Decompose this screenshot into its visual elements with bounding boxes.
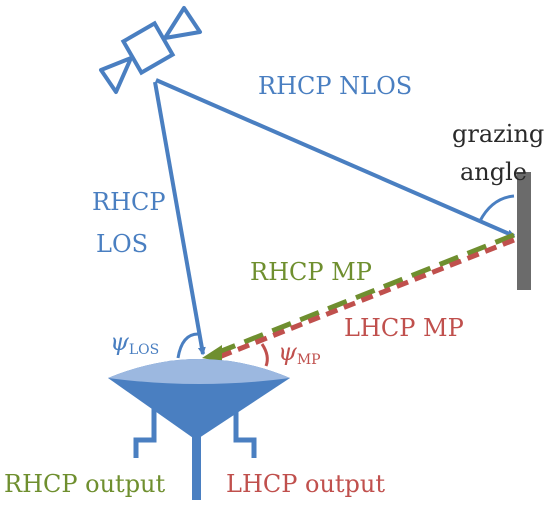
rhcp-nlos-path (155, 78, 516, 238)
rhcp-mp-label: RHCP MP (250, 258, 372, 286)
rhcp-nlos-label: RHCP NLOS (258, 72, 412, 100)
psi-los-symbol: ψ (110, 328, 130, 356)
satellite-icon (99, 6, 202, 94)
psi-los-subscript: LOS (129, 342, 159, 358)
lhcp-output-label: LHCP output (226, 470, 385, 498)
mp-arrowhead (202, 345, 222, 362)
psi-los-arc (176, 332, 199, 359)
lhcp-mp-path (213, 237, 515, 362)
rhcp-los-path (153, 81, 206, 356)
rhcp-output-label: RHCP output (4, 470, 166, 498)
psi-mp-label: ψMP (278, 338, 321, 368)
rhcp-los-label-2: LOS (96, 230, 148, 258)
angle-label: angle (460, 158, 527, 186)
antenna-icon (108, 359, 290, 500)
grazing-label: grazing (452, 120, 544, 148)
lhcp-mp-label: LHCP MP (344, 314, 464, 342)
psi-mp-arc (260, 343, 269, 367)
rhcp-mp-path (213, 232, 515, 357)
reflector-wall (517, 172, 531, 290)
psi-los-label: ψLOS (110, 328, 159, 358)
psi-mp-symbol: ψ (278, 338, 298, 366)
psi-mp-subscript: MP (297, 352, 321, 368)
rhcp-los-label-1: RHCP (92, 188, 166, 216)
grazing-angle-arc (478, 194, 515, 222)
